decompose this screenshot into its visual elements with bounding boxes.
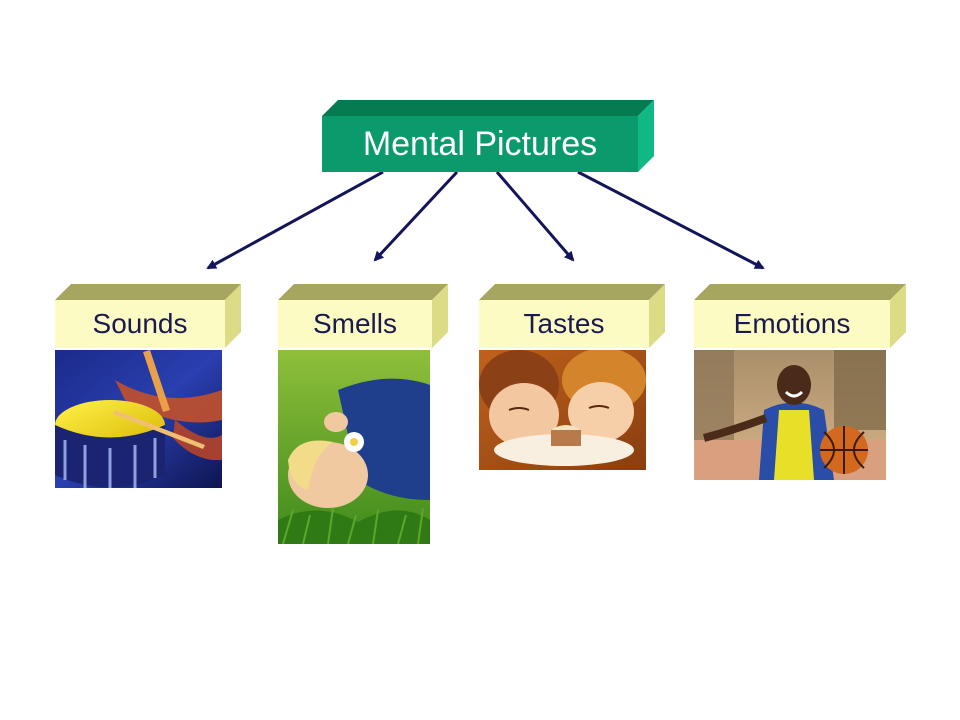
child-node-sounds: Sounds bbox=[55, 284, 241, 348]
root-label: Mental Pictures bbox=[362, 124, 598, 163]
child-node-smells: Smells bbox=[278, 284, 448, 348]
tastes-label: Tastes bbox=[523, 308, 605, 339]
sounds-box-shape bbox=[55, 284, 241, 348]
child-node-emotions: Emotions bbox=[694, 284, 906, 348]
arrow-to-smells bbox=[373, 170, 459, 262]
emotions-label: Emotions bbox=[733, 308, 851, 339]
tastes-box-shape bbox=[479, 284, 665, 348]
children-tasting-cake-photo bbox=[479, 350, 646, 470]
emotions-box-shape bbox=[694, 284, 906, 348]
arrow-to-tastes bbox=[495, 171, 575, 262]
root-node: Mental Pictures bbox=[322, 100, 654, 172]
child-node-tastes: Tastes bbox=[479, 284, 665, 348]
drummer-photo bbox=[55, 350, 222, 488]
sounds-label: Sounds bbox=[92, 308, 188, 339]
smells-label: Smells bbox=[312, 308, 397, 339]
arrow-to-emotions bbox=[577, 170, 765, 270]
smiling-boy-with-basketball-photo bbox=[694, 350, 886, 480]
child-smelling-flower-photo bbox=[278, 350, 430, 544]
root-box-shape bbox=[322, 100, 654, 172]
arrow-to-sounds bbox=[206, 170, 384, 270]
smells-box-shape bbox=[278, 284, 448, 348]
